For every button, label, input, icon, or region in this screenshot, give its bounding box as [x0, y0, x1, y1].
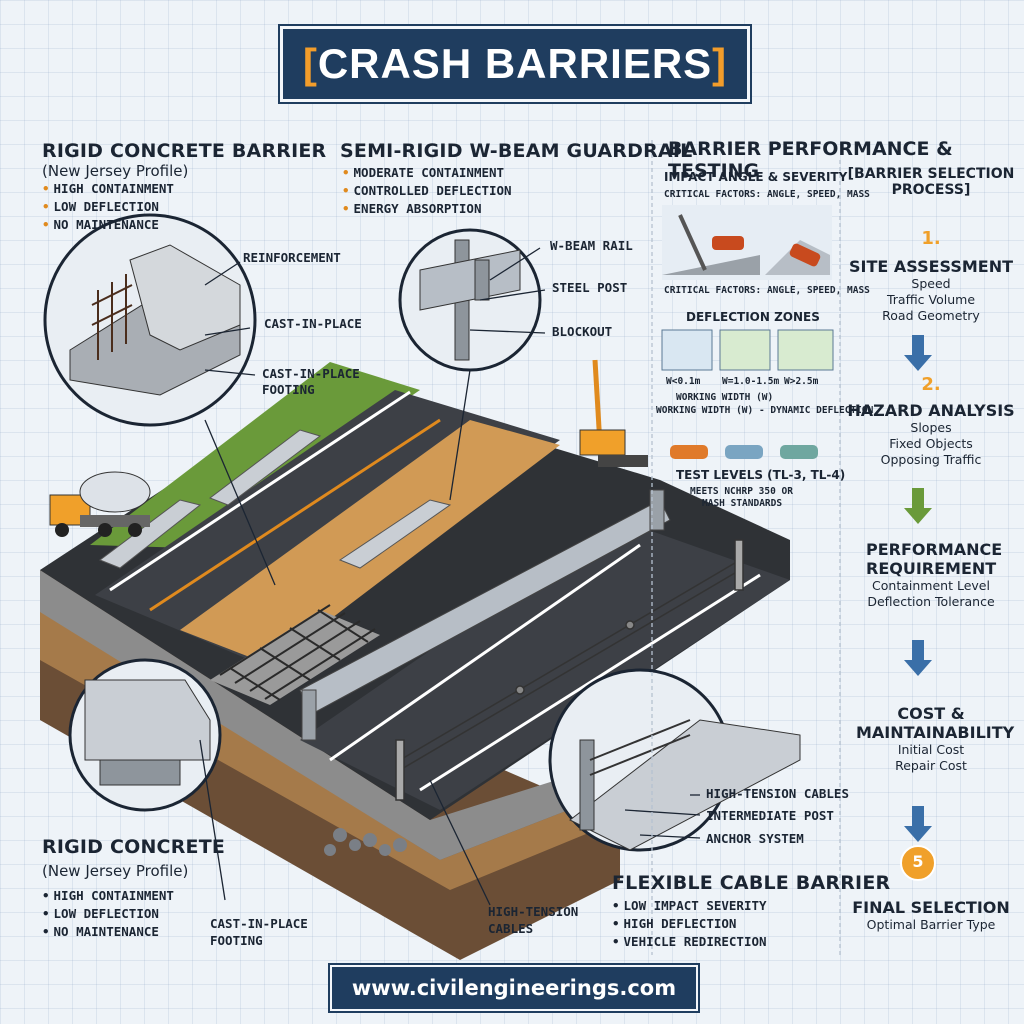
selection-arrow-4: [904, 806, 932, 842]
title-bracket-left: [: [302, 40, 318, 87]
step-1: 1. SITE ASSESSMENT Speed Traffic Volume …: [846, 228, 1016, 324]
label-intermediate-post: INTERMEDIATE POST: [706, 808, 834, 823]
step-5-badge: [900, 845, 936, 881]
impact-heading: IMPACT ANGLE & SEVERITY: [664, 170, 848, 184]
label-cast-in-place: CAST-IN-PLACE: [264, 316, 362, 331]
pile-driver-icon: [579, 359, 648, 467]
detail-circle-wbeam: [398, 228, 542, 372]
selection-heading: [BARRIER SELECTION PROCESS]: [847, 166, 1015, 198]
rebar-mesh: [210, 604, 380, 705]
label-cables-2b: CABLES: [488, 921, 534, 936]
step-5-title: FINAL SELECTION: [852, 898, 1010, 917]
working-width-2: WORKING WIDTH (W) - DYNAMIC DEFLECTION: [656, 405, 874, 416]
step-3-title: PERFORMANCE REQUIREMENT: [866, 540, 1003, 578]
step-1-number: 1.: [921, 228, 941, 249]
working-width-1: WORKING WIDTH (W): [676, 392, 774, 403]
test-sub-2: MASH STANDARDS: [702, 498, 783, 509]
title-banner: [CRASH BARRIERS]: [280, 26, 750, 102]
label-footing-1: CAST-IN-PLACE: [262, 366, 360, 381]
step-5-number: 5: [912, 852, 924, 871]
w-beam-guardrail: [299, 489, 671, 741]
rigid-subheading: (New Jersey Profile): [42, 162, 189, 180]
detail-circle-cable: [548, 668, 801, 852]
step-4-title: COST & MAINTAINABILITY: [856, 704, 1015, 742]
step-2-title: HAZARD ANALYSIS: [847, 401, 1015, 420]
label-footing-2: FOOTING: [262, 382, 315, 397]
label-high-tension-cables: HIGH-TENSION CABLES: [706, 786, 849, 801]
step-3: PERFORMANCE REQUIREMENT Containment Leve…: [866, 540, 1003, 609]
url-banner: www.civilengineerings.com: [330, 965, 698, 1011]
impact-angle-diagram: [662, 205, 832, 280]
selection-arrow-1: [904, 335, 932, 371]
selection-arrows: [904, 335, 932, 842]
selection-arrow-3: [904, 640, 932, 676]
leader-lines: [199, 140, 841, 955]
zone-label-3: W>2.5m: [784, 376, 819, 387]
grass-strip: [90, 362, 420, 548]
rock-fill: [324, 828, 407, 856]
test-level-cars: [670, 445, 818, 459]
test-sub-1: MEETS NCHRP 350 OR: [690, 486, 793, 497]
zone-label-1: W<0.1m: [666, 376, 701, 387]
semi-rigid-bullets: •MODERATE CONTAINMENT •CONTROLLED DEFLEC…: [342, 165, 512, 216]
performance-heading: BARRIER PERFORMANCE & TESTING: [668, 138, 953, 182]
page-title: CRASH BARRIERS: [317, 40, 713, 87]
test-heading: TEST LEVELS (TL-3, TL-4): [676, 468, 846, 482]
selection-arrow-2: [904, 488, 932, 524]
step-1-title: SITE ASSESSMENT: [848, 257, 1013, 276]
label-anchor-system: ANCHOR SYSTEM: [706, 831, 804, 846]
rigid-heading: RIGID CONCRETE BARRIER: [42, 140, 327, 162]
label-reinforcement: REINFORCEMENT: [243, 250, 341, 265]
cable-bullets: •LOW IMPACT SEVERITY •HIGH DEFLECTION •V…: [612, 898, 767, 949]
cable-barrier: [395, 539, 744, 801]
step-4: COST & MAINTAINABILITY Initial Cost Repa…: [856, 704, 1015, 773]
title-bracket-right: ]: [712, 40, 728, 87]
semi-rigid-heading: SEMI-RIGID W-BEAM GUARDRAIL: [340, 140, 693, 162]
label-steel-post: STEEL POST: [552, 280, 628, 295]
detail-circle-rigid: [43, 213, 257, 427]
mixer-truck-icon: [49, 471, 151, 537]
site-url[interactable]: www.civilengineerings.com: [351, 976, 677, 1000]
label-footing-bottom-1: CAST-IN-PLACE: [210, 916, 308, 931]
factors-bottom: CRITICAL FACTORS: ANGLE, SPEED, MASS: [664, 285, 870, 296]
deflection-heading: DEFLECTION ZONES: [686, 310, 820, 324]
rigid-bottom-bullets: •HIGH CONTAINMENT •LOW DEFLECTION •NO MA…: [42, 888, 174, 939]
asphalt-right: [300, 520, 790, 810]
jersey-barriers: [98, 429, 452, 569]
zone-label-2: W=1.0-1.5m: [722, 376, 780, 387]
detail-circle-rigid-bottom: [68, 658, 222, 812]
label-footing-bottom-2: FOOTING: [210, 933, 263, 948]
step-2-number: 2.: [921, 374, 941, 395]
factors-top: CRITICAL FACTORS: ANGLE, SPEED, MASS: [664, 189, 870, 200]
step-5: FINAL SELECTION Optimal Barrier Type: [846, 898, 1016, 933]
label-cables-2a: HIGH-TENSION: [488, 904, 579, 919]
label-w-beam-rail: W-BEAM RAIL: [550, 238, 633, 253]
label-blockout: BLOCKOUT: [552, 324, 613, 339]
deflection-zones-diagram: [661, 329, 834, 371]
rigid-bullets: •HIGH CONTAINMENT •LOW DEFLECTION •NO MA…: [42, 181, 174, 232]
rigid-bottom-heading: RIGID CONCRETE: [42, 836, 226, 858]
rigid-bottom-subheading: (New Jersey Profile): [42, 862, 189, 880]
step-2: 2. HAZARD ANALYSIS Slopes Fixed Objects …: [847, 374, 1015, 467]
cable-heading: FLEXIBLE CABLE BARRIER: [612, 872, 891, 894]
